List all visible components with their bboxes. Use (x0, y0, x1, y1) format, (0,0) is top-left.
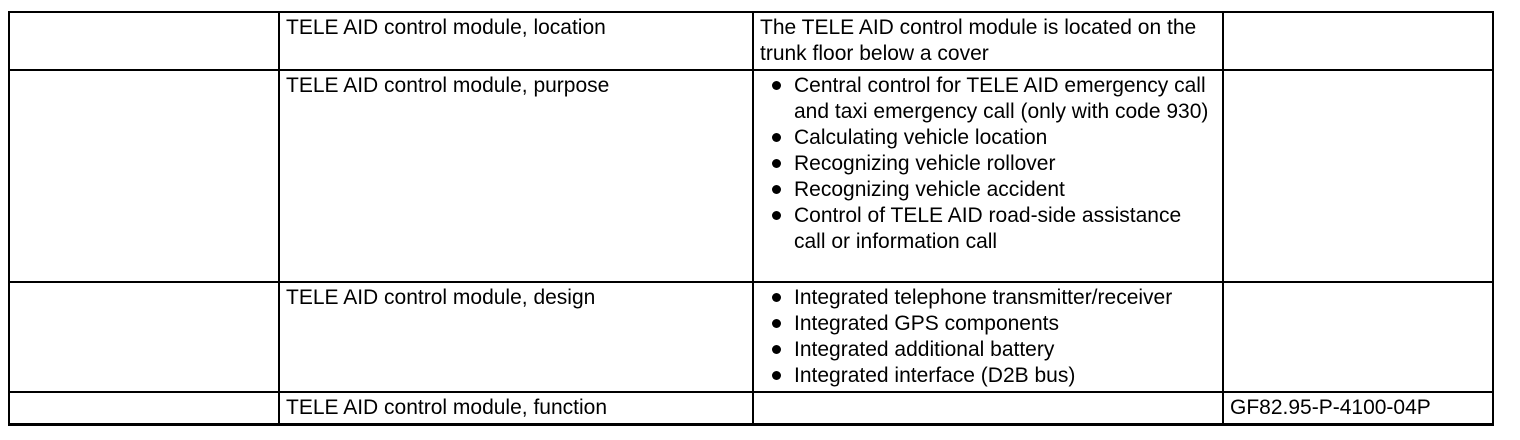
bullet-item: Integrated GPS components (772, 311, 1216, 337)
cell-empty-margin (8, 69, 280, 283)
cell-empty-margin (8, 391, 280, 426)
cell-ref-empty (1222, 281, 1494, 393)
bullet-item: Calculating vehicle location (772, 125, 1216, 151)
bullet-item: Control of TELE AID road-side assistance… (772, 203, 1216, 255)
bullet-item: Recognizing vehicle rollover (772, 151, 1216, 177)
cell-topic-location: TELE AID control module, location (278, 11, 754, 71)
bullet-item: Integrated additional battery (772, 337, 1216, 363)
table-row-purpose: TELE AID control module, purpose Central… (8, 69, 1494, 283)
purpose-bullet-list: Central control for TELE AID emergency c… (760, 73, 1216, 255)
tele-aid-spec-table: TELE AID control module, location The TE… (8, 11, 1494, 426)
table-row-location: TELE AID control module, location The TE… (8, 11, 1494, 71)
cell-topic-purpose: TELE AID control module, purpose (278, 69, 754, 283)
bullet-item: Central control for TELE AID emergency c… (772, 73, 1216, 125)
design-bullet-list: Integrated telephone transmitter/receive… (760, 285, 1216, 389)
cell-empty-margin (8, 281, 280, 393)
cell-topic-function: TELE AID control module, function (278, 391, 754, 426)
bullet-item: Integrated interface (D2B bus) (772, 363, 1216, 389)
cell-ref-document-code: GF82.95-P-4100-04P (1222, 391, 1494, 426)
bullet-item: Integrated telephone transmitter/receive… (772, 285, 1216, 311)
cell-description-purpose: Central control for TELE AID emergency c… (752, 69, 1224, 283)
table-row-function: TELE AID control module, function GF82.9… (8, 391, 1494, 426)
table-row-design: TELE AID control module, design Integrat… (8, 281, 1494, 393)
bullet-item: Recognizing vehicle accident (772, 177, 1216, 203)
cell-description-empty (752, 391, 1224, 426)
cell-ref-empty (1222, 69, 1494, 283)
cell-empty-margin (8, 11, 280, 71)
cell-description-design: Integrated telephone transmitter/receive… (752, 281, 1224, 393)
cell-description-location: The TELE AID control module is located o… (752, 11, 1224, 71)
cell-ref-empty (1222, 11, 1494, 71)
cell-topic-design: TELE AID control module, design (278, 281, 754, 393)
